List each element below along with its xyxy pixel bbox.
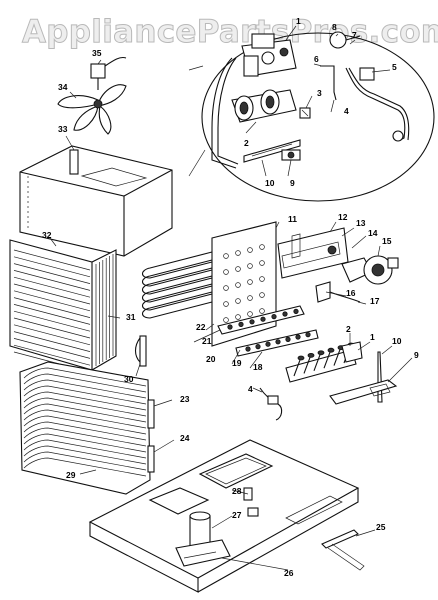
burner-ports xyxy=(227,308,311,352)
callout-label: 7 xyxy=(352,30,357,40)
callout-label: 22 xyxy=(196,322,206,332)
heat-exchanger xyxy=(141,221,277,347)
burner-assembly-lower xyxy=(285,341,398,405)
callout-label: 2 xyxy=(244,138,249,148)
callout-label: 19 xyxy=(232,358,242,368)
watermark-logo: AppliancePartsPros.com xyxy=(22,14,438,51)
side-brackets xyxy=(134,335,155,473)
callout-label: 27 xyxy=(232,510,242,520)
gas-valve xyxy=(241,33,297,77)
callout-label: 17 xyxy=(370,296,380,306)
lower-coil-fins xyxy=(23,367,147,477)
fan-motor xyxy=(90,56,127,90)
lower-coil xyxy=(19,361,151,495)
callout-label: 25 xyxy=(376,522,386,532)
callout-label: 18 xyxy=(253,362,263,372)
callout-label: 16 xyxy=(346,288,356,298)
burner-box xyxy=(277,227,349,279)
callout-label: 32 xyxy=(42,230,52,240)
gas-valve-inset xyxy=(188,31,435,202)
pilot-sensor xyxy=(329,31,361,49)
callout-label: 10 xyxy=(392,336,402,346)
callout-label: 21 xyxy=(202,336,212,346)
callout-label: 33 xyxy=(58,124,68,134)
limit-switch xyxy=(281,149,301,161)
hx-tubes xyxy=(141,251,213,319)
callout-label: 35 xyxy=(92,48,102,58)
callout-label: 2 xyxy=(346,324,351,334)
condenser-coil xyxy=(9,239,117,373)
callout-label: 30 xyxy=(124,374,134,384)
base-pan xyxy=(88,439,360,593)
inset-circle xyxy=(201,32,435,202)
callout-label: 9 xyxy=(290,178,295,188)
inset-leader-left xyxy=(188,65,204,71)
callout-label: 5 xyxy=(392,62,397,72)
callout-label: 12 xyxy=(338,212,348,222)
gas-tube xyxy=(320,65,410,142)
callout-label: 28 xyxy=(232,486,242,496)
callout-label: 13 xyxy=(356,218,366,228)
callout-label: 23 xyxy=(180,394,190,404)
burner-tray xyxy=(217,305,319,357)
callout-label: 20 xyxy=(206,354,216,364)
orifice xyxy=(299,107,311,119)
callout-label: 8 xyxy=(332,22,337,32)
callout-label: 24 xyxy=(180,433,190,443)
leader-lines xyxy=(49,25,413,571)
callout-label: 1 xyxy=(370,332,375,342)
burner-rail xyxy=(243,139,301,163)
igniter-wire xyxy=(259,387,283,421)
hx-panel-holes xyxy=(223,244,265,323)
coil-fins xyxy=(13,249,114,373)
callout-label: 3 xyxy=(317,88,322,98)
callout-label: 15 xyxy=(382,236,392,246)
callout-label: 34 xyxy=(58,82,68,92)
upper-cabinet xyxy=(19,145,173,257)
callout-label: 29 xyxy=(66,470,76,480)
callout-label: 1 xyxy=(296,16,301,26)
supply-pipe xyxy=(211,57,239,169)
combustion-blower xyxy=(341,255,399,285)
callout-label: 26 xyxy=(284,568,294,578)
support-rail xyxy=(321,529,365,571)
callout-label: 10 xyxy=(265,178,275,188)
callout-label: 14 xyxy=(368,228,378,238)
callout-label: 6 xyxy=(314,54,319,64)
callout-label: 11 xyxy=(288,214,297,224)
burner-manifold xyxy=(231,89,297,123)
callout-label: 4 xyxy=(248,384,253,394)
fan-blade xyxy=(57,84,127,135)
callout-label: 4 xyxy=(344,106,349,116)
callout-label: 9 xyxy=(414,350,419,360)
callout-label: 31 xyxy=(126,312,136,322)
inset-leader-bottom xyxy=(188,149,206,177)
